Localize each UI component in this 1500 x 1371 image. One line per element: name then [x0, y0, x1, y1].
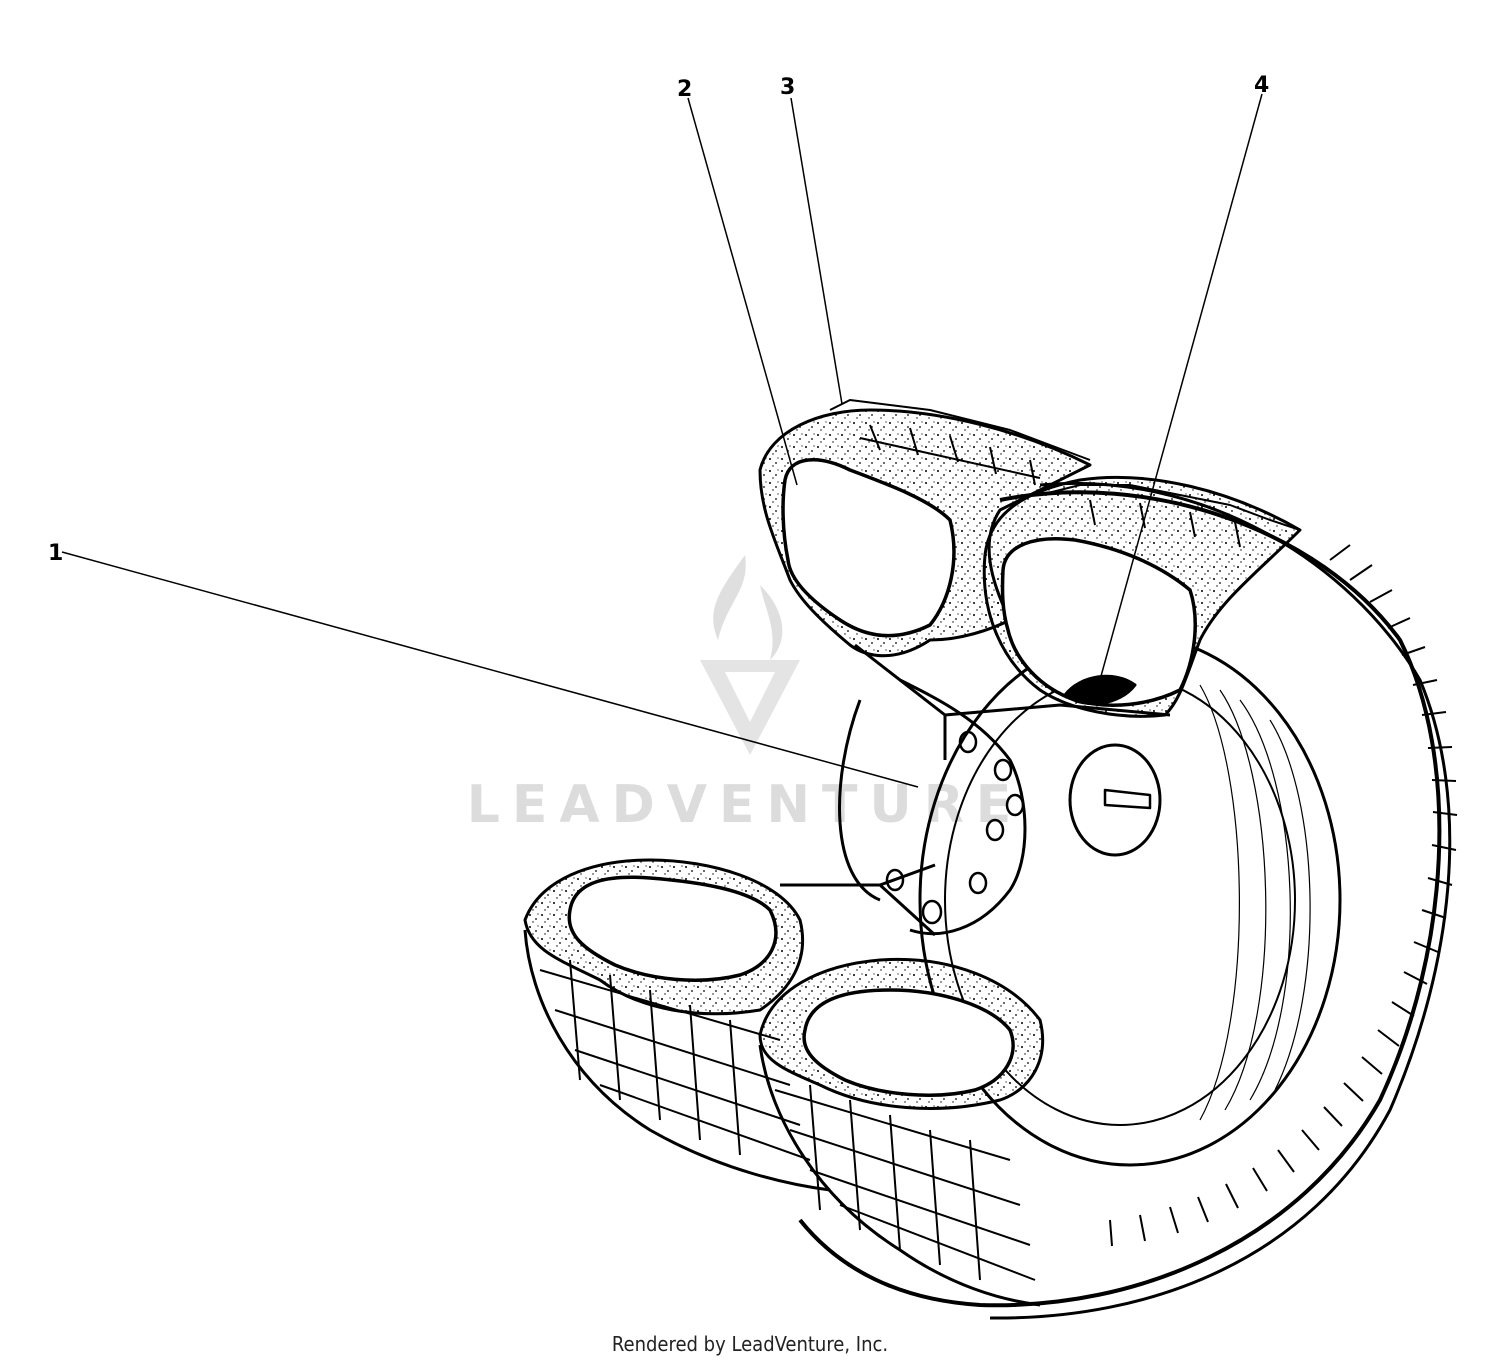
callout-2: 2 [677, 77, 692, 102]
valve-boss [1068, 743, 1162, 857]
tire-body-lower-left [523, 929, 831, 1192]
inner-tube-upper-right [1000, 537, 1197, 707]
tread-blocks-lower-right [774, 1084, 1036, 1281]
v-logo-icon [700, 660, 800, 755]
leader-line-3 [790, 97, 843, 405]
watermark: LEADVENTURE [467, 555, 1024, 835]
callout-labels: 1 2 3 4 [48, 73, 1269, 566]
callout-4: 4 [1254, 73, 1269, 98]
tread-blocks-upper-right [1039, 484, 1301, 548]
footer-credit: Rendered by LeadVenture, Inc. [611, 1332, 889, 1356]
callout-1: 1 [48, 541, 63, 566]
tire-assembly [523, 399, 1458, 1320]
inner-tube-lower-right [802, 988, 1015, 1097]
leader-line-4 [1097, 93, 1263, 688]
valve-stem [1103, 788, 1152, 810]
hub-outer-ring [838, 699, 881, 902]
inner-tube-upper-left [781, 458, 956, 638]
lug-holes [885, 730, 1025, 925]
tread-grooves-right [1109, 544, 1458, 1247]
leader-line-1 [61, 551, 919, 788]
tread-blocks-upper [829, 399, 1091, 486]
leader-line-2 [687, 97, 798, 486]
tire-body-lower-right [758, 1044, 1041, 1307]
watermark-text: LEADVENTURE [467, 775, 1024, 835]
tread-blocks-lower-left [539, 959, 811, 1161]
valve-core [1063, 674, 1137, 706]
callout-3: 3 [780, 75, 795, 100]
leader-lines [61, 93, 1263, 788]
inner-tube-lower-left [567, 875, 778, 982]
disc-contour-lines [1199, 684, 1311, 1121]
rim-section-lower [780, 863, 937, 937]
flame-icon [713, 555, 783, 660]
